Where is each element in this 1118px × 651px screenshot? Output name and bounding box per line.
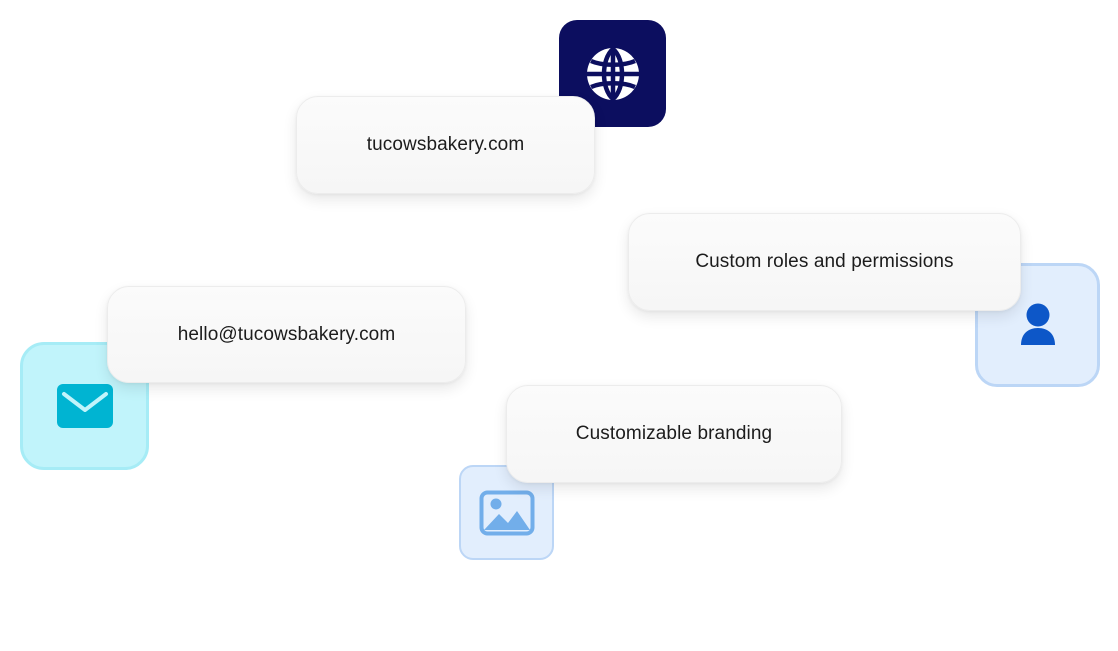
domain-label: tucowsbakery.com: [366, 134, 525, 155]
roles-label: Custom roles and permissions: [695, 251, 954, 272]
branding-card: Customizable branding: [506, 385, 842, 483]
mail-icon: [56, 383, 114, 429]
branding-label: Customizable branding: [575, 423, 773, 444]
email-card: hello@tucowsbakery.com: [107, 286, 466, 383]
domain-card: tucowsbakery.com: [296, 96, 595, 194]
roles-card: Custom roles and permissions: [628, 213, 1021, 311]
email-label: hello@tucowsbakery.com: [177, 323, 396, 345]
image-icon: [479, 490, 535, 536]
globe-icon: [585, 46, 641, 102]
user-tile: [975, 263, 1100, 387]
user-icon: [1020, 303, 1056, 347]
